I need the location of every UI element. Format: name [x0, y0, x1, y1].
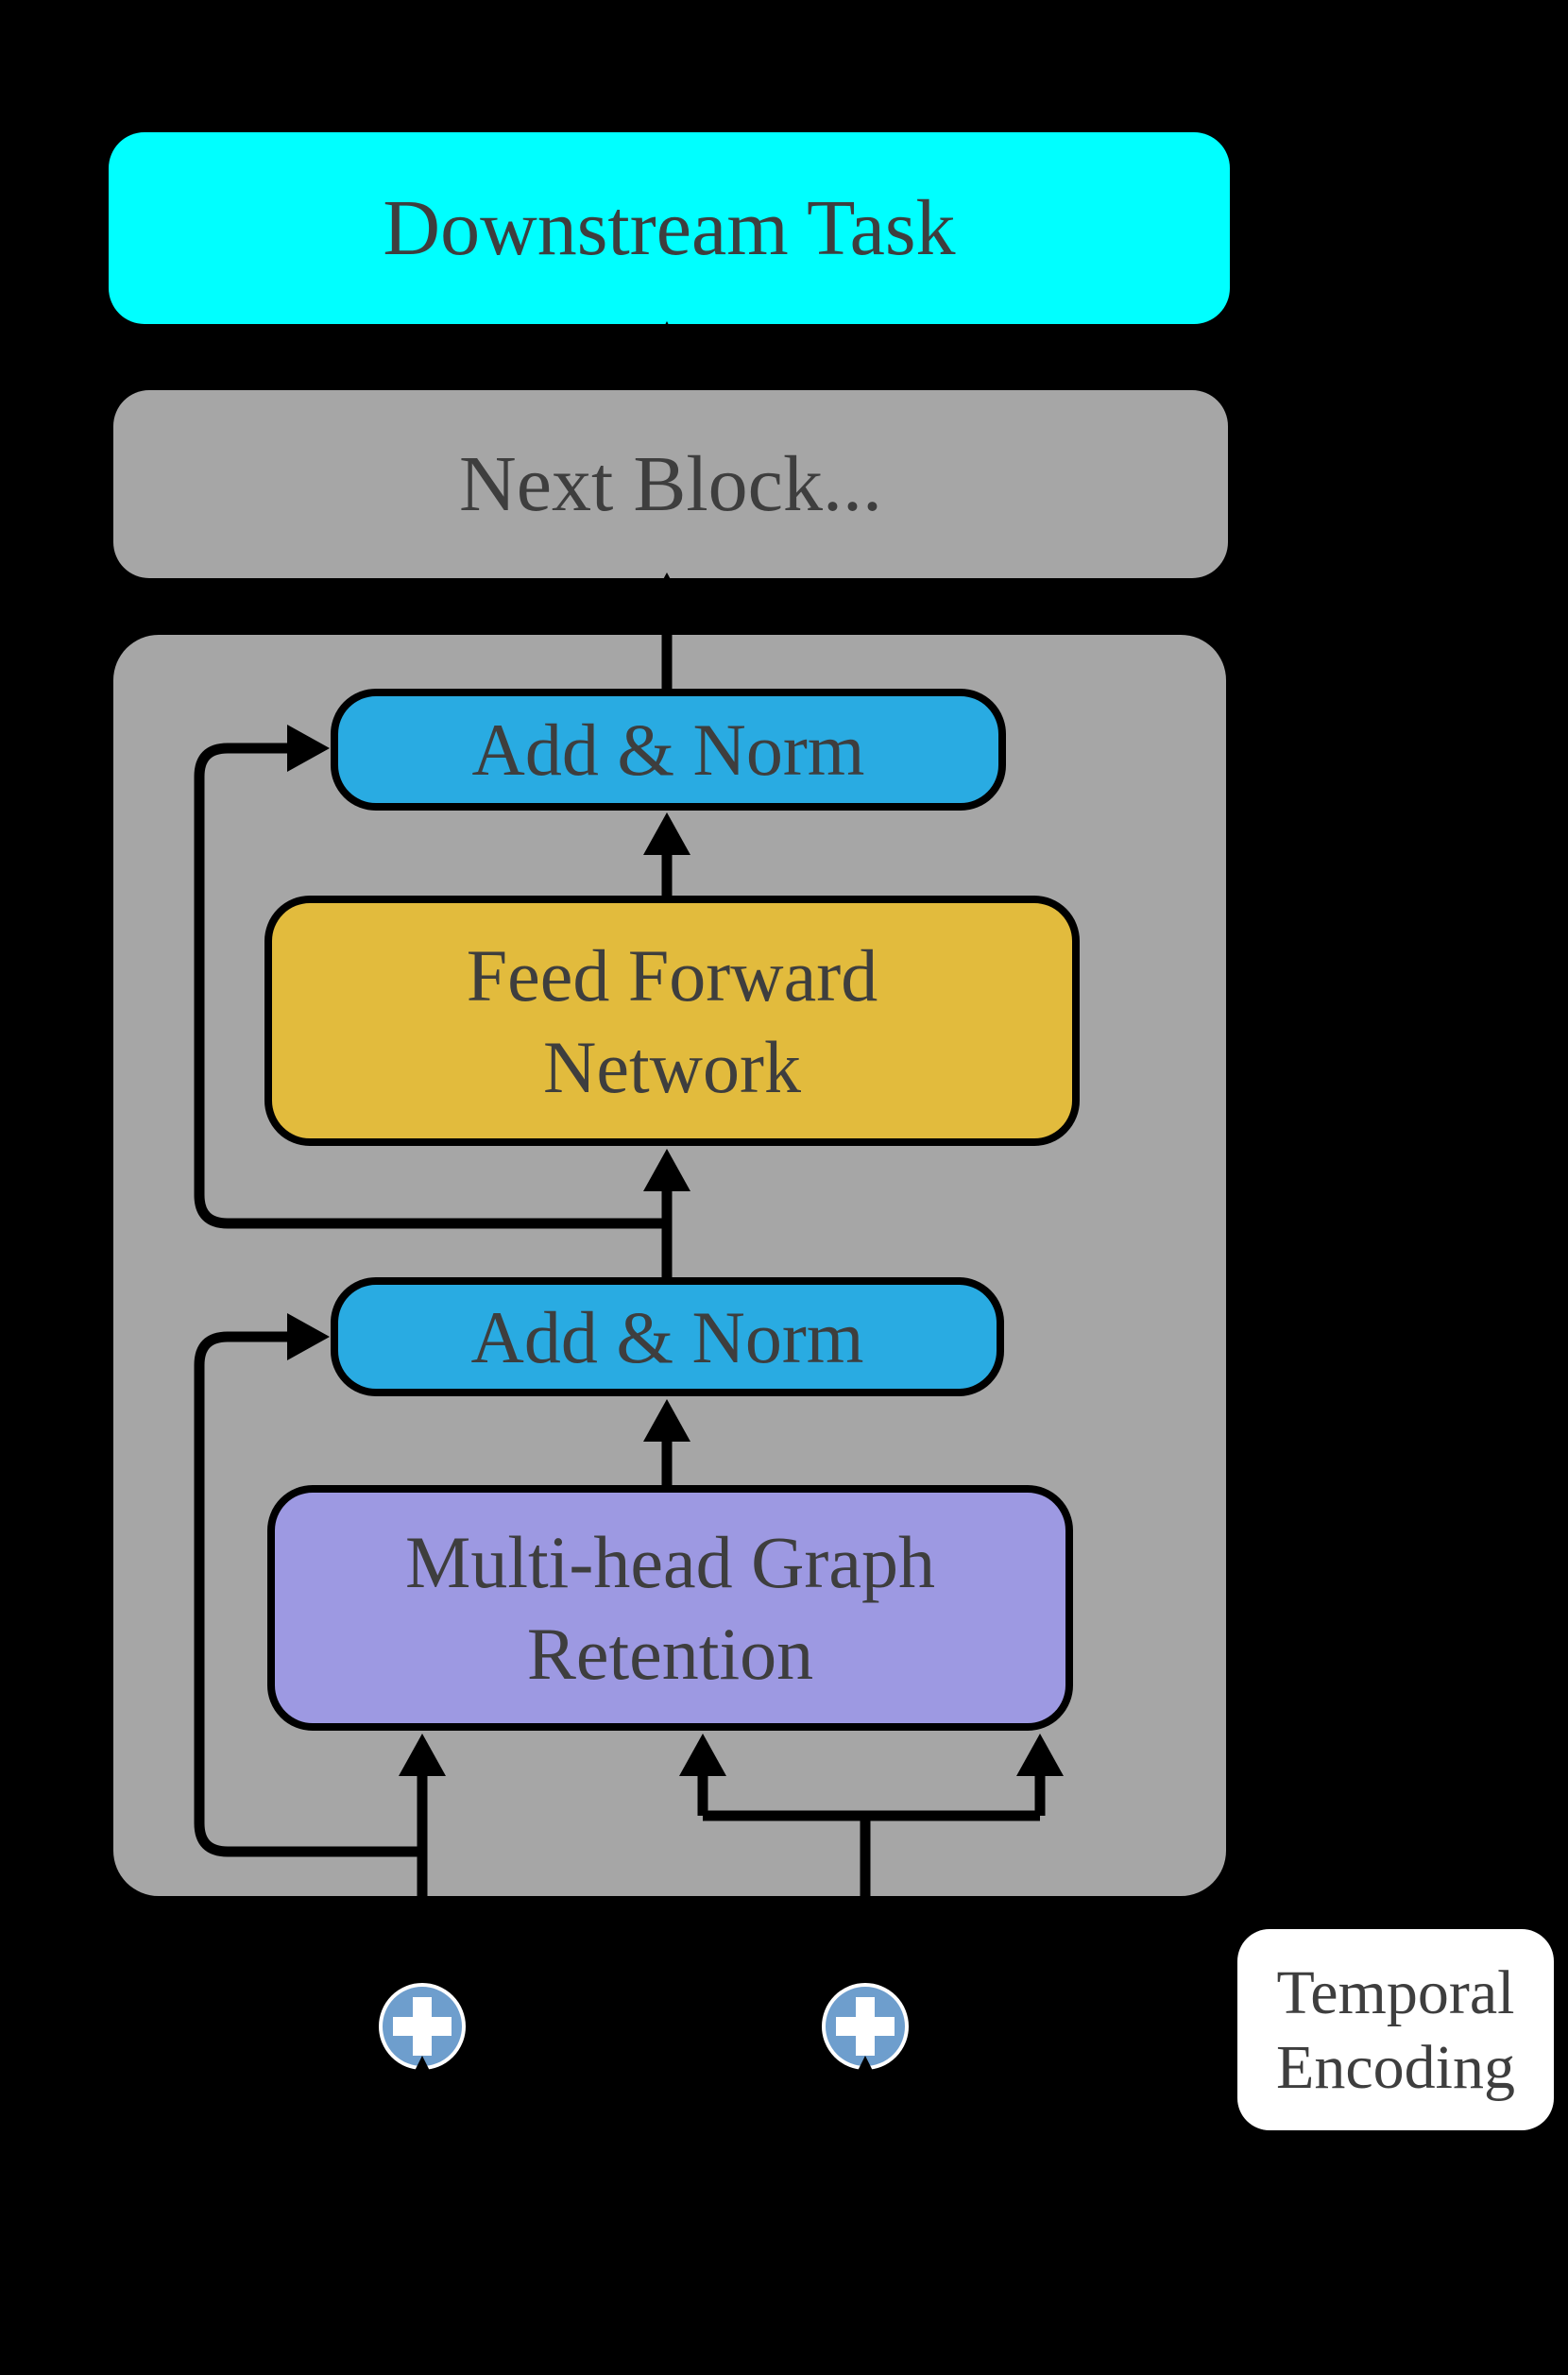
arrowhead-up [643, 572, 690, 616]
plus-icon-glyph [413, 1997, 432, 2056]
feed-forward-label-line1: Feed Forward [466, 933, 878, 1017]
retention-label-line1: Multi-head Graph [404, 1521, 935, 1603]
downstream-task-box: Downstream Task [109, 132, 1230, 324]
multi-head-graph-retention-box: Multi-head Graph Retention [267, 1485, 1073, 1731]
add-norm-bottom-label: Add & Norm [470, 1295, 864, 1378]
add-norm-top-label: Add & Norm [471, 709, 865, 791]
arrowhead-up [643, 321, 690, 368]
downstream-task-label: Downstream Task [383, 184, 956, 272]
plus-icon [822, 1983, 909, 2070]
temporal-encoding-box: Temporal Encoding [1237, 1929, 1554, 2130]
feed-forward-network-box: Feed Forward Network [264, 896, 1080, 1146]
plus-icon-glyph [856, 1997, 875, 2056]
next-block-box: Next Block... [113, 390, 1228, 578]
feed-forward-label-line2: Network [543, 1025, 801, 1108]
temporal-label-line1: Temporal [1276, 1957, 1515, 2027]
next-block-label: Next Block... [459, 440, 882, 528]
plus-icon [379, 1983, 466, 2070]
retention-label-line2: Retention [526, 1613, 814, 1695]
temporal-label-line2: Encoding [1276, 2032, 1515, 2102]
add-norm-top-box: Add & Norm [331, 689, 1006, 811]
add-norm-bottom-box: Add & Norm [331, 1277, 1004, 1396]
